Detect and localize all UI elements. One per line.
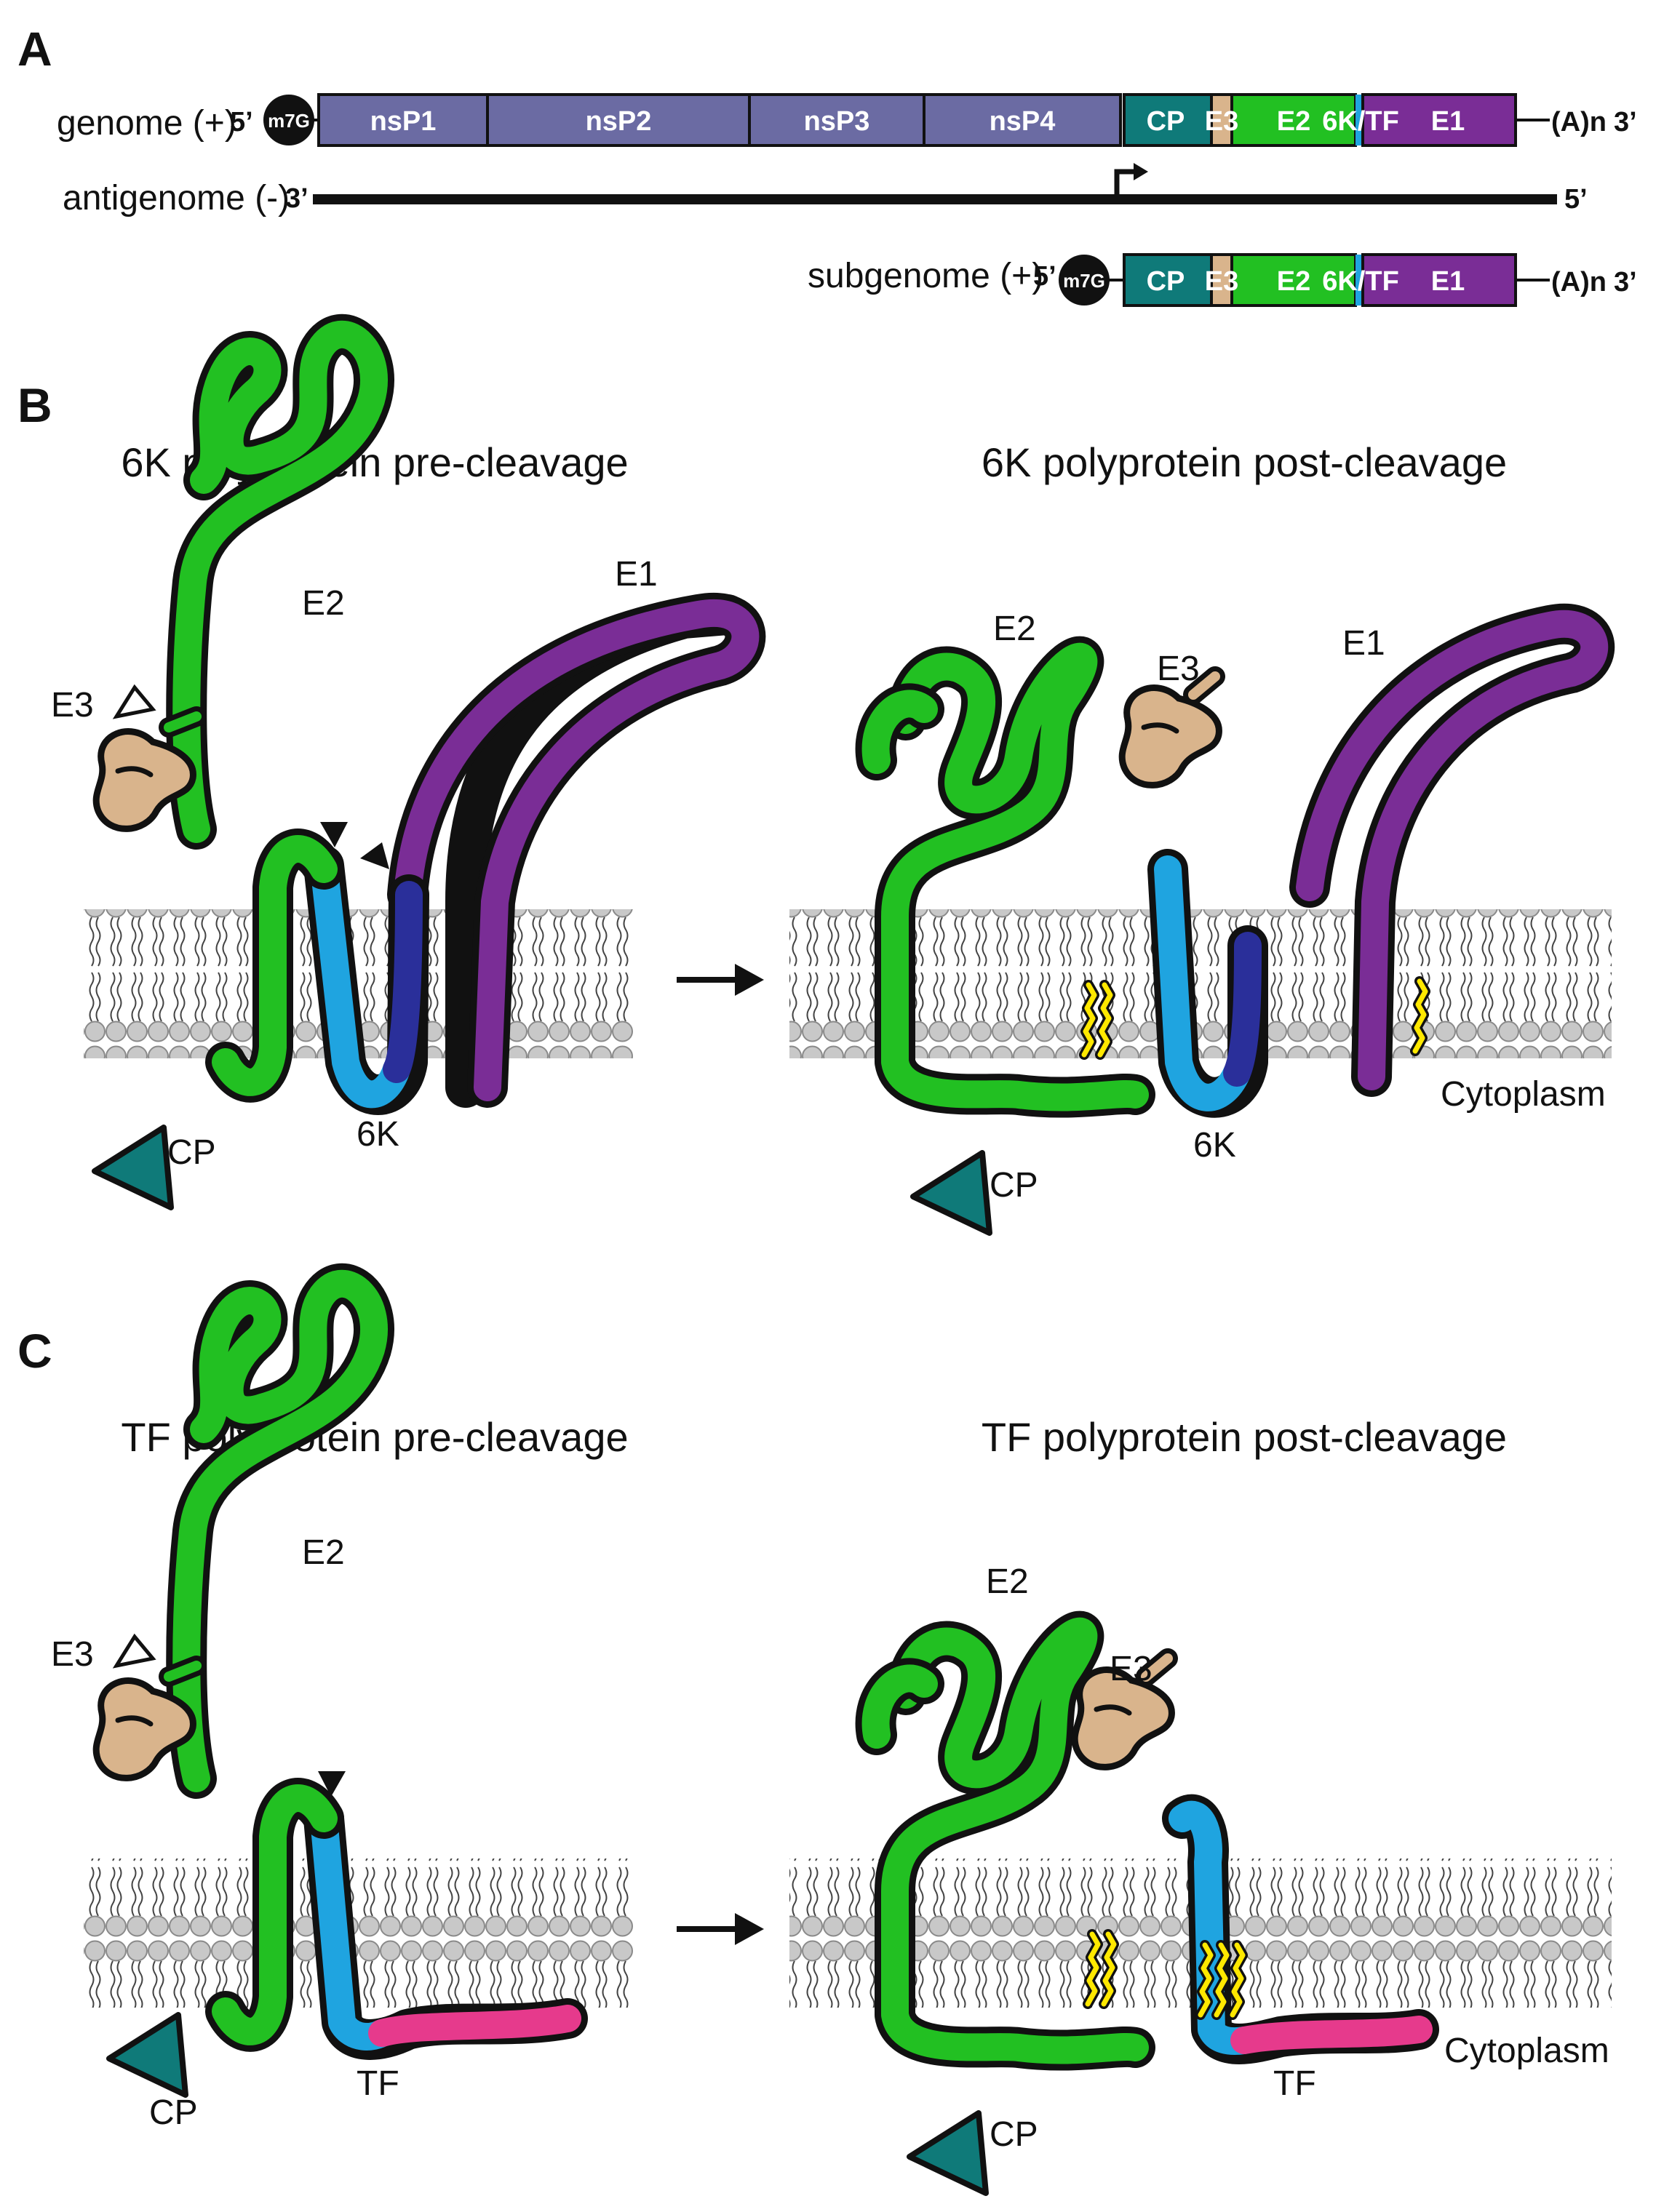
panel-label-c: C [17,1324,52,1378]
sub-segment-e1: E1 [1431,266,1465,297]
panel-c: C TF polyprotein pre-cleavage TF polypro… [17,1284,1612,2193]
cleavage-arrowhead-icon [318,1771,346,1797]
segment-6k-tf: 6K/TF [1322,106,1399,137]
antigenome-label: antigenome (-) [63,179,290,217]
segment-e1: E1 [1431,106,1465,137]
b-pre-e3-label: E3 [51,686,94,724]
segment-nsp1: nsP1 [370,106,437,137]
b-pre-e2-label: E2 [302,584,345,623]
subgenome-structural-orf: CP E3 E2 6K/TF E1 [1123,253,1517,307]
b-pre-e1-label: E1 [615,555,658,594]
c-pre-tf-label: TF [357,2064,399,2103]
b-pre-6k-label: 6K [357,1115,399,1154]
c-post-cp-label: CP [990,2115,1038,2154]
c-post-e3-label: E3 [1110,1650,1153,1688]
c-cytoplasm-label: Cytoplasm [1444,2032,1609,2070]
genome-3prime: 3’ [1614,107,1637,137]
panel-label-b: B [17,378,52,432]
genome-structural-orf: CP E3 E2 6K/TF E1 [1123,93,1517,147]
segment-e3: E3 [1205,106,1238,137]
genome-label: genome (+) [57,104,236,143]
cleavage-arrowhead-icon [360,842,389,869]
b-post-cp-label: CP [990,1166,1038,1205]
b-pre-polyprotein [95,335,766,1207]
segment-nsp4: nsP4 [990,106,1056,137]
lipid-bilayer-icon [789,909,1612,1058]
antigenome-5prime: 5’ [1564,184,1588,215]
sub-segment-cp: CP [1147,266,1185,297]
c-pre-polyprotein [96,1284,588,2095]
cleavage-arrowhead-icon [320,822,348,847]
segment-cp: CP [1147,106,1185,137]
segment-nsp2: nsP2 [586,106,652,137]
subgenome-cap-label: m7G [1063,270,1105,292]
genome-polya: (A)n [1551,107,1607,137]
c-post-products [855,1610,1439,2193]
b-post-e3-label: E3 [1157,650,1200,688]
b-post-e2-label: E2 [993,610,1036,648]
sub-segment-6k-tf: 6K/TF [1322,266,1399,297]
sub-segment-e2: E2 [1277,266,1310,297]
segment-e2: E2 [1277,106,1310,137]
c-post-e2-label: E2 [986,1562,1029,1601]
subgenome-label: subgenome (+) [808,257,1043,295]
panel-b: B 6K polyprotein pre-cleavage 6K polypro… [17,335,1615,1233]
panel-a: A genome (+) 5’ m7G nsP1 nsP2 nsP3 nsP4 … [17,22,1637,307]
genome-5prime: 5’ [230,107,253,137]
panel-label-a: A [17,22,52,76]
antigenome-3prime: 3’ [285,183,308,214]
title-6k-post: 6K polyprotein post-cleavage [982,439,1507,485]
promoter-arrow-icon [1114,163,1148,195]
m7g-cap-icon: m7G [1059,255,1124,306]
b-post-6k-label: 6K [1193,1126,1236,1165]
reaction-arrow-icon [677,964,764,996]
subgenome-5prime: 5’ [1033,261,1056,292]
genome-nonstructural-orf: nsP1 nsP2 nsP3 nsP4 [317,93,1122,147]
reaction-arrow-icon [677,1913,764,1945]
c-pre-e2-label: E2 [302,1533,345,1572]
b-pre-cp-label: CP [167,1133,216,1172]
genome-cap-label: m7G [268,110,310,132]
c-post-tf-label: TF [1273,2064,1316,2103]
segment-nsp3: nsP3 [804,106,870,137]
cleavage-arrowhead-icon [112,684,156,719]
title-tf-post: TF polyprotein post-cleavage [982,1414,1507,1460]
c-pre-e3-label: E3 [51,1635,94,1674]
b-cytoplasm-label: Cytoplasm [1441,1075,1606,1114]
m7g-cap-icon: m7G [263,95,319,145]
c-pre-cp-label: CP [149,2093,198,2132]
subgenome-3prime: 3’ [1614,267,1637,298]
cleavage-arrowhead-icon [112,1633,156,1669]
b-post-e1-label: E1 [1342,624,1385,663]
subgenome-polya: (A)n [1551,267,1607,298]
sub-segment-e3: E3 [1205,266,1238,297]
b-post-products [855,603,1615,1233]
